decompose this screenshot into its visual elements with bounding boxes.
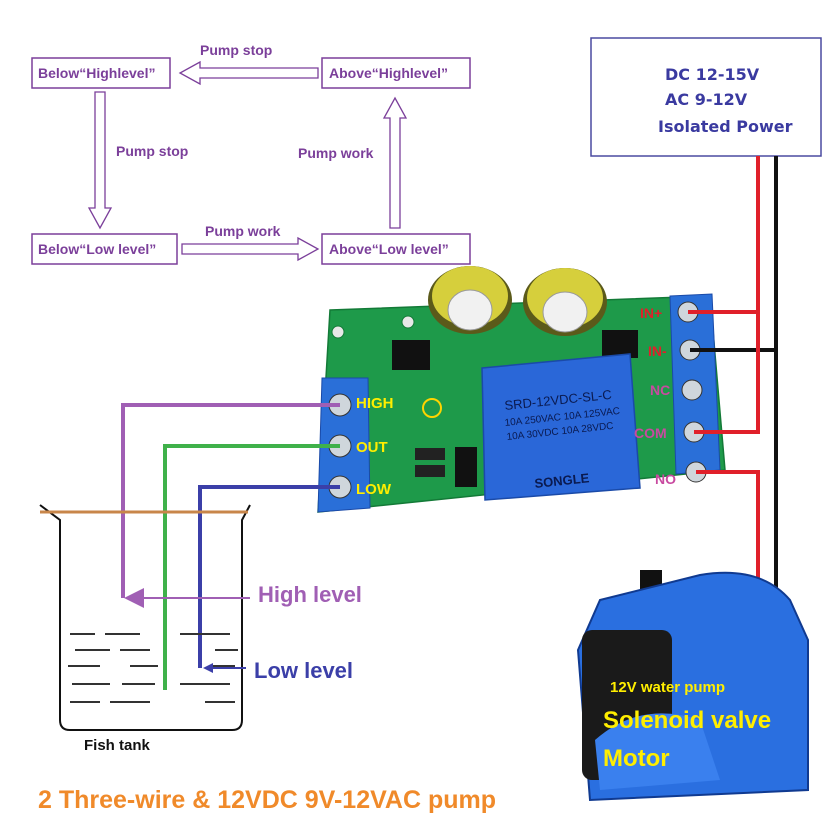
footer-caption: 2 Three-wire & 12VDC 9V-12VAC pump bbox=[38, 786, 496, 814]
pump-panel bbox=[595, 713, 720, 790]
flow-box-above-high bbox=[321, 57, 471, 89]
relay-brand: SONGLE bbox=[534, 470, 590, 491]
transistor-icon bbox=[455, 447, 477, 487]
mount-hole-icon bbox=[401, 315, 415, 329]
power-line-2: AC 9-12V bbox=[665, 90, 748, 109]
ic-chip-icon bbox=[602, 330, 638, 358]
wire-no-red bbox=[696, 470, 760, 618]
flow-box-below-low bbox=[31, 233, 178, 265]
terminal-label-nc: NC bbox=[650, 382, 670, 398]
terminal-label-in-minus: IN- bbox=[648, 343, 667, 359]
flow-arrow-right bbox=[382, 96, 408, 229]
pump-line-3: Motor bbox=[603, 745, 670, 772]
resistor-icon bbox=[415, 448, 445, 460]
terminal-label-no: NO bbox=[655, 471, 676, 487]
wires bbox=[121, 156, 778, 690]
low-level-arrowhead-icon bbox=[203, 663, 213, 673]
pump-line-2: Solenoid valve bbox=[603, 707, 771, 734]
capacitor-right-icon bbox=[523, 268, 607, 336]
flow-box-below-low-label: Below“Low level” bbox=[38, 241, 156, 257]
flow-arrow-bottom bbox=[181, 236, 320, 262]
flow-arrow-right-label: Pump work bbox=[298, 145, 374, 161]
wire-power-red bbox=[688, 156, 760, 314]
power-box bbox=[590, 37, 822, 157]
terminal-label-com: COM bbox=[634, 425, 667, 441]
flow-box-below-high-label: Below“Highlevel” bbox=[38, 65, 155, 81]
flow-arrow-top bbox=[178, 60, 319, 86]
power-line-1: DC 12-15V bbox=[665, 65, 760, 84]
mount-hole-icon bbox=[331, 325, 345, 339]
flow-arrow-left bbox=[87, 91, 113, 230]
high-level-label: High level bbox=[258, 582, 362, 607]
tank-caption: Fish tank bbox=[84, 737, 151, 754]
flow-arrow-left-label: Pump stop bbox=[116, 143, 188, 159]
relay-module: SRD-12VDC-SL-C 10A 250VAC 10A 125VAC 10A… bbox=[317, 266, 726, 513]
fish-tank: High level Low level Fish tank bbox=[39, 504, 362, 754]
water-dashes bbox=[68, 633, 238, 703]
wire-high bbox=[121, 403, 340, 598]
flow-box-above-high-label: Above“Highlevel” bbox=[329, 65, 448, 81]
led-indicator-icon bbox=[422, 398, 442, 418]
flow-box-above-low-label: Above“Low level” bbox=[329, 241, 449, 257]
wire-low bbox=[198, 485, 340, 668]
terminal-label-low: LOW bbox=[356, 481, 392, 498]
tank-outline bbox=[39, 504, 251, 731]
relay bbox=[481, 353, 641, 501]
flow-arrow-top-label: Pump stop bbox=[200, 42, 272, 58]
wire-out bbox=[163, 444, 340, 690]
terminal-label-out: OUT bbox=[356, 439, 388, 456]
terminal-label-high: HIGH bbox=[356, 395, 394, 412]
terminal-label-in-plus: IN+ bbox=[640, 305, 662, 321]
water-pump: 12V water pump Solenoid valve Motor bbox=[576, 570, 809, 802]
flow-diagram: Below“Highlevel” Above“Highlevel” Below“… bbox=[31, 42, 471, 265]
flow-box-above-low bbox=[321, 233, 471, 265]
flow-arrow-bottom-label: Pump work bbox=[205, 223, 281, 239]
screw-terminal-icon bbox=[681, 379, 703, 401]
capacitor-left-icon bbox=[428, 266, 512, 334]
power-line-3: Isolated Power bbox=[658, 117, 793, 136]
low-level-label: Low level bbox=[254, 658, 353, 683]
power-supply: DC 12-15V AC 9-12V Isolated Power bbox=[590, 37, 822, 157]
resistor-icon bbox=[415, 465, 445, 477]
wire-com-red bbox=[694, 312, 760, 434]
pump-line-1: 12V water pump bbox=[610, 679, 725, 696]
ic-chip-icon bbox=[392, 340, 430, 370]
flow-box-below-high bbox=[31, 57, 171, 89]
